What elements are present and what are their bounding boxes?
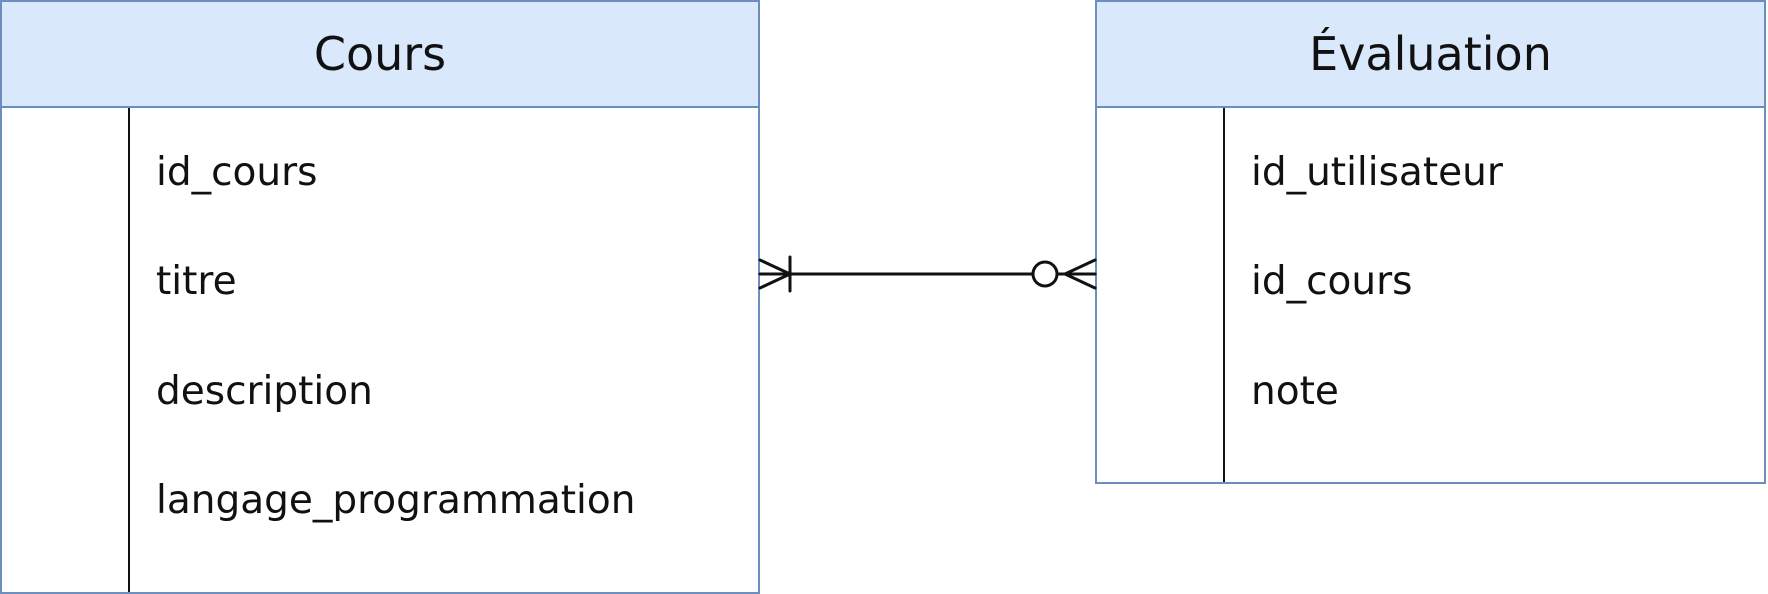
attribute-id-cours: id_cours	[1251, 259, 1413, 304]
attribute-note: note	[1251, 369, 1339, 414]
entity-evaluation[interactable]: Évaluation id_utilisateur id_cours note	[1095, 0, 1766, 484]
entity-cours-title: Cours	[2, 2, 758, 108]
entity-cours[interactable]: Cours id_cours titre description langage…	[0, 0, 760, 594]
entity-evaluation-title: Évaluation	[1097, 2, 1764, 108]
attribute-id-utilisateur: id_utilisateur	[1251, 150, 1503, 195]
attribute-description: description	[156, 369, 373, 414]
entity-cours-key-divider	[128, 108, 130, 592]
attribute-langage-programmation: langage_programmation	[156, 478, 636, 523]
entity-evaluation-key-divider	[1223, 108, 1225, 482]
one-or-many-crowsfoot-marker	[758, 255, 792, 293]
attribute-titre: titre	[156, 259, 237, 304]
zero-or-many-crowsfoot-marker	[1031, 258, 1097, 290]
attribute-id-cours: id_cours	[156, 150, 318, 195]
